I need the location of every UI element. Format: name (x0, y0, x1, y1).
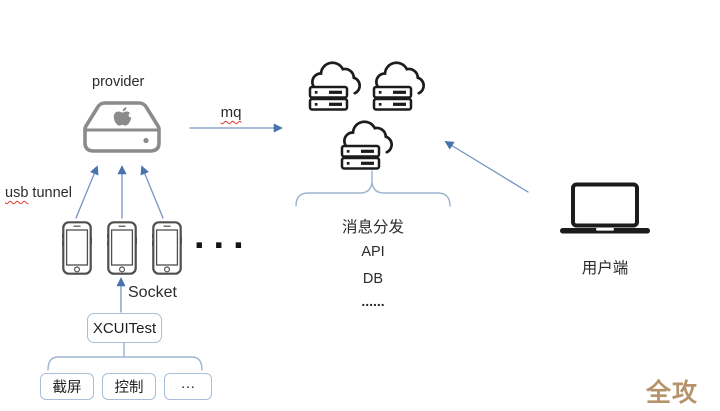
bracket-group (47, 170, 451, 371)
more-devices-ellipsis: ... (194, 215, 253, 257)
xcuitest-label: XCUITest (92, 319, 157, 337)
iphone-icon-1 (61, 221, 93, 280)
more-actions-node: ··· (164, 373, 212, 400)
distribution-item-db: DB (362, 271, 384, 287)
xcuitest-tree-connector (47, 340, 203, 371)
distribution-title: 消息分发 (341, 219, 404, 236)
more-actions-label: ··· (180, 378, 196, 395)
screenshot-label: 截屏 (52, 380, 82, 396)
laptop-icon (558, 182, 652, 242)
control-node: 控制 (102, 373, 156, 400)
iphone-icon-3 (151, 221, 183, 280)
cloud-brace (295, 170, 451, 207)
screenshot-node: 截屏 (40, 373, 94, 400)
usb-arrow-left (75, 165, 99, 219)
cloud-server-icon-2 (372, 56, 426, 117)
provider-label: provider (92, 74, 145, 90)
xcuitest-node: XCUITest (87, 313, 162, 343)
cloud-server-icon-3 (340, 115, 394, 176)
apple-logo (113, 111, 132, 126)
client-label: 用户端 (581, 260, 629, 277)
iphone-icon-2 (106, 221, 138, 280)
power-led-dot (143, 137, 149, 144)
usb-tunnel-label: usb tunnel (5, 185, 72, 201)
usb-arrow-right (140, 165, 164, 219)
mac-mini-icon (80, 100, 164, 159)
watermark-text: 全攻略 (646, 379, 699, 407)
socket-label: Socket (128, 284, 177, 301)
cloud-server-icon-1 (308, 56, 362, 117)
client-arrow (444, 141, 529, 193)
arrow-group (75, 123, 529, 313)
mq-label: mq (220, 104, 242, 121)
distribution-item-more: ...... (361, 293, 385, 309)
control-label: 控制 (114, 380, 144, 396)
distribution-item-api: API (361, 244, 385, 260)
